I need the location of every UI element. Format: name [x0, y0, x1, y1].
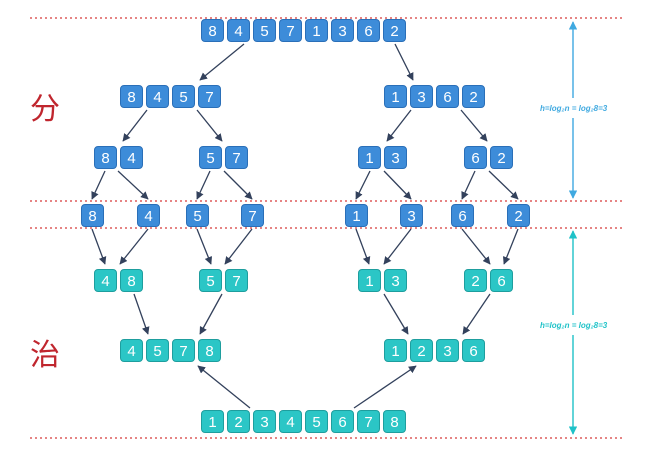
tree-arrow [353, 365, 417, 409]
array-cell: 1 [358, 146, 381, 169]
tree-arrow [502, 228, 519, 265]
array-cell: 7 [279, 19, 302, 42]
array-cell: 6 [436, 85, 459, 108]
array-cell: 2 [507, 204, 530, 227]
array-cell: 1 [358, 269, 381, 292]
array-cell: 4 [94, 269, 117, 292]
array-cell: 4 [137, 204, 160, 227]
tree-arrow [196, 228, 213, 265]
tree-arrow [199, 43, 245, 81]
array-cell: 7 [241, 204, 264, 227]
height-formula-top: h=log₂n = log₂8=3 [540, 104, 608, 113]
array-cell: 2 [383, 19, 406, 42]
array-cell: 6 [462, 339, 485, 362]
array-cell: 5 [186, 204, 209, 227]
array-cell: 2 [464, 269, 487, 292]
array-cell: 7 [225, 146, 248, 169]
array-cell: 5 [253, 19, 276, 42]
conquer-label: 治 [30, 338, 60, 373]
tree-arrow [223, 170, 253, 200]
array-cell: 2 [410, 339, 433, 362]
tree-arrow [133, 293, 150, 335]
array-cell: 3 [400, 204, 423, 227]
tree-arrow [394, 43, 414, 81]
divide-label: 分 [30, 92, 60, 127]
tree-arrow [383, 228, 412, 265]
array-cell: 5 [199, 146, 222, 169]
tree-arrow [460, 109, 488, 142]
tree-arrow [91, 170, 106, 200]
array-cell: 3 [384, 269, 407, 292]
array-cell: 3 [436, 339, 459, 362]
tree-arrow [117, 170, 149, 200]
array-cell: 5 [199, 269, 222, 292]
array-cell: 7 [225, 269, 248, 292]
tree-arrow [224, 228, 253, 265]
array-cell: 6 [490, 269, 513, 292]
array-cell: 6 [331, 410, 354, 433]
array-cell: 1 [345, 204, 368, 227]
tree-arrow [122, 109, 148, 142]
array-cell: 6 [451, 204, 474, 227]
array-cell: 3 [331, 19, 354, 42]
array-cell: 8 [120, 269, 143, 292]
array-cell: 1 [384, 85, 407, 108]
tree-arrow [383, 293, 409, 335]
tree-arrow [461, 228, 491, 265]
array-cell: 1 [305, 19, 328, 42]
array-cell: 8 [120, 85, 143, 108]
array-cell: 7 [198, 85, 221, 108]
tree-arrow [119, 228, 149, 265]
array-cell: 3 [253, 410, 276, 433]
array-cell: 2 [462, 85, 485, 108]
tree-arrow [386, 109, 412, 142]
array-cell: 8 [81, 204, 104, 227]
array-cell: 6 [464, 146, 487, 169]
array-cell: 8 [94, 146, 117, 169]
tree-arrow [355, 228, 371, 265]
array-cell: 8 [198, 339, 221, 362]
array-cell: 3 [384, 146, 407, 169]
tree-arrow [383, 170, 412, 200]
array-cell: 5 [172, 85, 195, 108]
tree-arrow [199, 293, 223, 335]
array-cell: 7 [357, 410, 380, 433]
array-cell: 2 [227, 410, 250, 433]
tree-arrow [196, 170, 211, 200]
array-cell: 5 [146, 339, 169, 362]
array-cell: 1 [201, 410, 224, 433]
array-cell: 8 [201, 19, 224, 42]
tree-arrow [355, 170, 371, 200]
tree-arrow [488, 170, 519, 200]
array-cell: 7 [172, 339, 195, 362]
array-cell: 4 [120, 339, 143, 362]
tree-arrow [196, 109, 223, 142]
tree-arrow [461, 170, 476, 200]
tree-arrow [197, 365, 251, 409]
tree-arrow [462, 293, 491, 335]
height-formula-bottom: h=log₂n = log₂8=3 [540, 321, 608, 330]
array-cell: 1 [384, 339, 407, 362]
tree-arrow [91, 228, 107, 265]
array-cell: 2 [490, 146, 513, 169]
array-cell: 4 [120, 146, 143, 169]
array-cell: 8 [383, 410, 406, 433]
array-cell: 4 [227, 19, 250, 42]
array-cell: 3 [410, 85, 433, 108]
array-cell: 4 [279, 410, 302, 433]
array-cell: 6 [357, 19, 380, 42]
array-cell: 5 [305, 410, 328, 433]
array-cell: 4 [146, 85, 169, 108]
